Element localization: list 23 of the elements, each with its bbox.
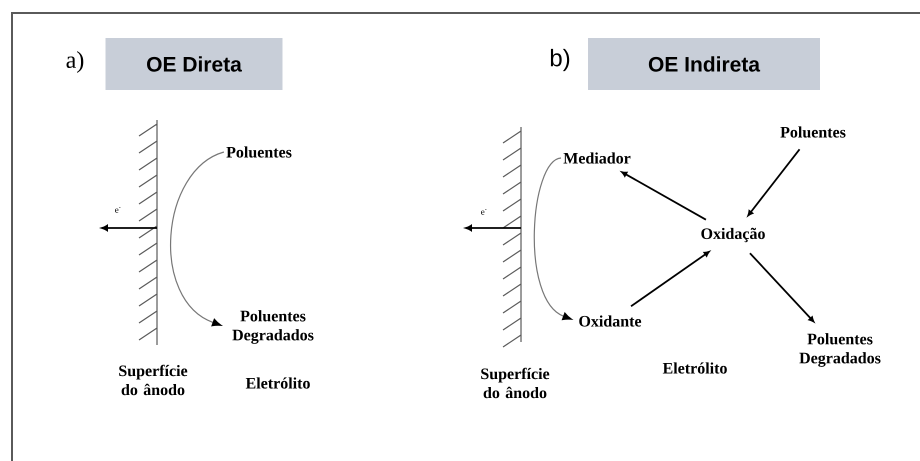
arrow <box>747 148 800 216</box>
heading-box: OE Indireta <box>588 38 820 90</box>
arrow <box>630 250 710 308</box>
arrow <box>170 151 224 326</box>
node-label: Poluentes Degradados <box>232 310 314 344</box>
node-label: Poluentes <box>780 126 846 138</box>
electron-label: e$^{-}$ <box>115 207 121 213</box>
region-label: Superfície do ânodo <box>119 364 188 396</box>
arrow <box>534 157 572 320</box>
node-label: Mediador <box>564 152 630 164</box>
node-label: Oxidação <box>701 228 765 242</box>
panel-letter: b) <box>550 48 570 72</box>
node-label: Oxidante <box>579 315 642 327</box>
electron-label: e$^{-}$ <box>481 209 487 215</box>
node-label: Poluentes Degradados <box>799 333 880 367</box>
heading-box: OE Direta <box>106 38 282 90</box>
panel-letter: a) <box>66 51 84 73</box>
region-label: Superfície do ânodo <box>481 368 550 398</box>
arrow <box>621 171 706 220</box>
region-label: Eletrólito <box>246 377 310 389</box>
node-label: Poluentes <box>226 146 292 158</box>
arrow <box>749 252 814 322</box>
region-label: Eletrólito <box>662 362 727 374</box>
